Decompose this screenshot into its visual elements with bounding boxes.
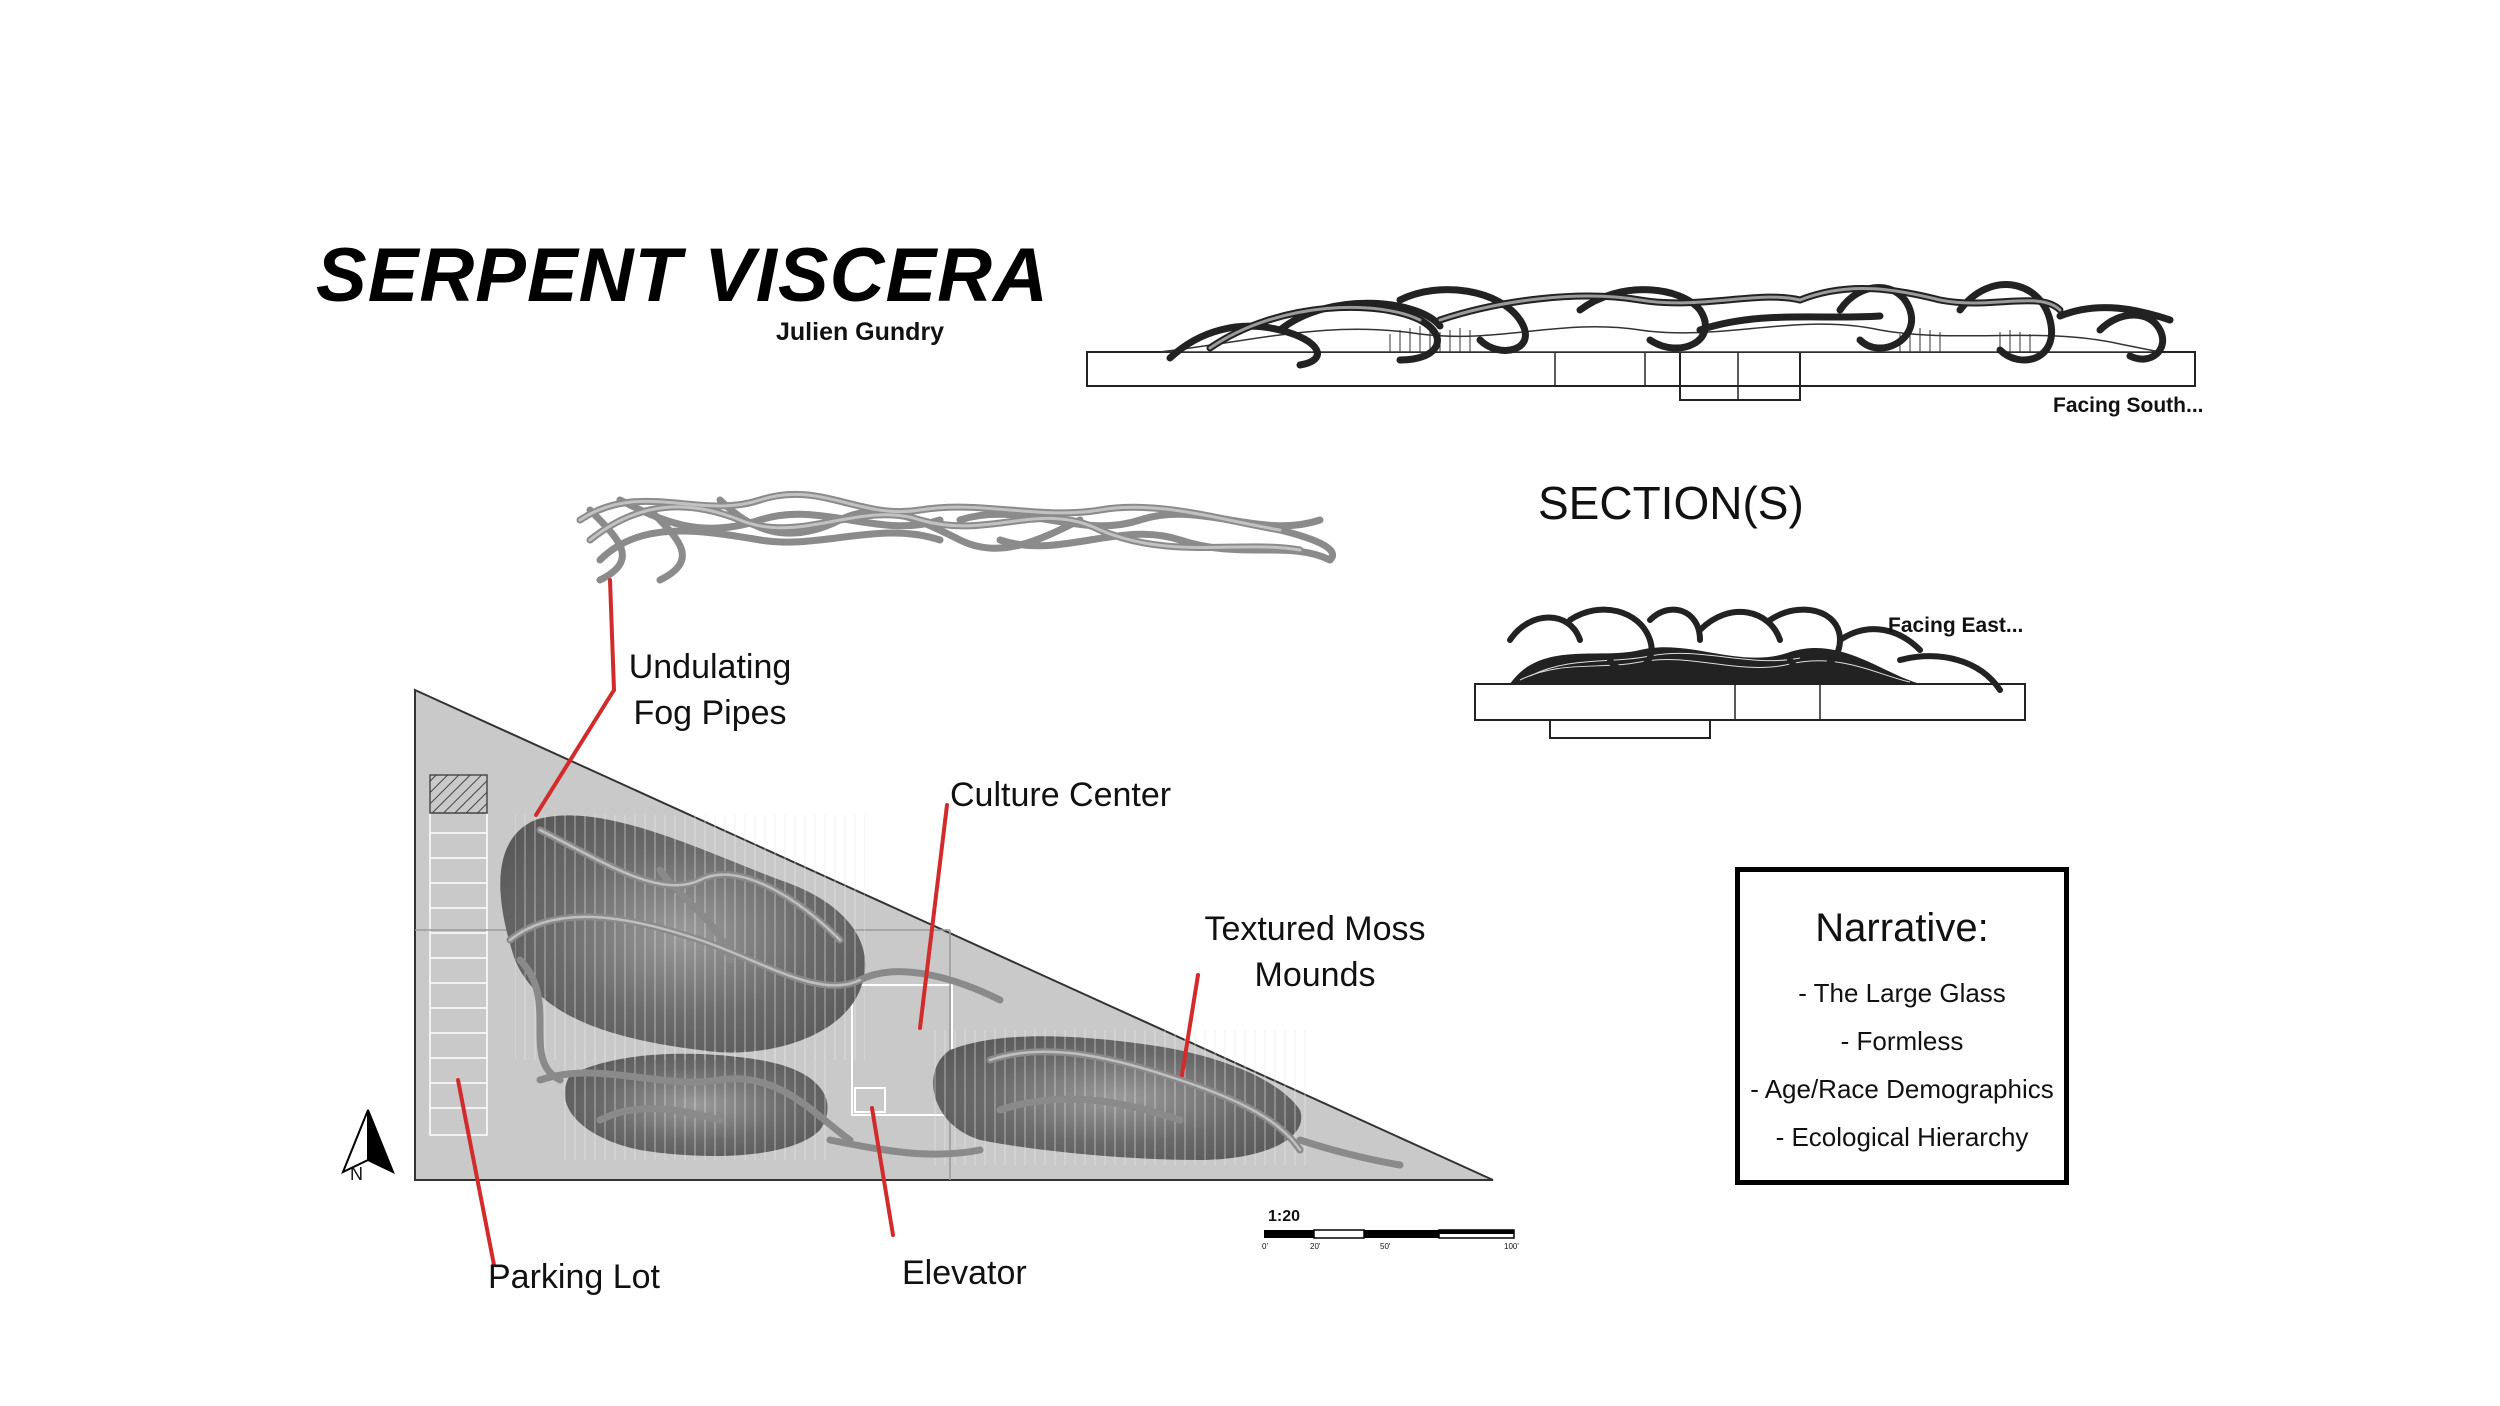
- narrative-title: Narrative:: [1815, 906, 1989, 950]
- label-parking-lot: Parking Lot: [488, 1258, 660, 1296]
- scale-tick-0: 0': [1262, 1242, 1268, 1251]
- north-label: N: [350, 1164, 363, 1184]
- label-moss-mounds-line1: Textured Moss: [1204, 910, 1426, 948]
- label-moss-mounds: Textured Moss Mounds: [1190, 906, 1440, 998]
- section-south-drawing: [1086, 281, 2196, 401]
- label-moss-mounds-line2: Mounds: [1254, 956, 1376, 994]
- narrative-item: - The Large Glass: [1798, 978, 2006, 1008]
- author-name: Julien Gundry: [776, 318, 945, 346]
- narrative-item: - Formless: [1840, 1026, 1964, 1056]
- south-section-caption: Facing South...: [2053, 394, 2204, 417]
- section-east-drawing: [1474, 606, 2026, 739]
- narrative-box: Narrative: - The Large Glass - Formless …: [1735, 867, 2069, 1185]
- scale-ratio: 1:20: [1268, 1208, 1301, 1225]
- label-culture-center: Culture Center: [950, 776, 1172, 814]
- page-title: SERPENT VISCERA: [316, 233, 1049, 318]
- north-arrow-icon: [341, 1109, 395, 1175]
- scale-tick-100: 100': [1504, 1242, 1519, 1251]
- site-plan: [414, 688, 1494, 1181]
- east-section-caption: Facing East...: [1888, 614, 2024, 637]
- label-elevator: Elevator: [902, 1254, 1027, 1292]
- sections-heading: SECTION(S): [1538, 477, 1804, 529]
- label-fog-pipes: Undulating Fog Pipes: [600, 644, 820, 736]
- narrative-item: - Age/Race Demographics: [1750, 1074, 2054, 1104]
- leader-lines: [456, 578, 1200, 1267]
- narrative-item: - Ecological Hierarchy: [1775, 1122, 2029, 1152]
- scale-tick-50: 50': [1380, 1242, 1391, 1251]
- label-fog-pipes-line2: Fog Pipes: [633, 694, 787, 732]
- scale-tick-20: 20': [1310, 1242, 1321, 1251]
- scale-bar-graphic: [1264, 1229, 1515, 1239]
- label-fog-pipes-line1: Undulating: [628, 648, 792, 686]
